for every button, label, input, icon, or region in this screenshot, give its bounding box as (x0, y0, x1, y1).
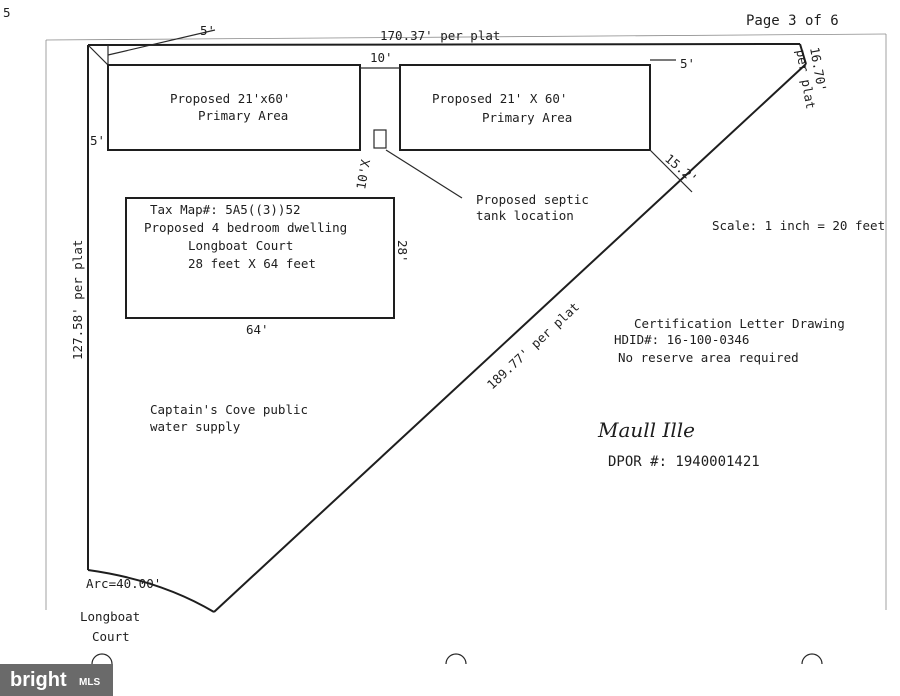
top-left-setback-label: 5' (200, 23, 215, 38)
dwelling-rect (125, 197, 395, 319)
dwelling-width-label: 64' (246, 322, 269, 337)
septic-offset-label: 10'X (353, 158, 373, 191)
page-label: Page 3 of 6 (746, 13, 839, 29)
corner-offset-line (649, 149, 693, 193)
watermark-suffix: MLS (79, 677, 101, 688)
binder-hole-mark-right (801, 653, 823, 665)
septic-label-line2: tank location (476, 208, 574, 223)
top-boundary-label: 170.37' per plat (380, 28, 500, 43)
watermark-brand: bright (10, 669, 67, 691)
primary-area-left-line2: Primary Area (198, 108, 288, 123)
dwelling-size: 28 feet X 64 feet (188, 256, 316, 271)
septic-label-line1: Proposed septic (476, 192, 589, 207)
certification-reserve: No reserve area required (618, 350, 799, 365)
primary-area-right-line2: Primary Area (482, 110, 572, 125)
primary-area-right-rect (399, 64, 651, 151)
dwelling-depth-label: 28' (395, 240, 410, 263)
dwelling-description: Proposed 4 bedroom dwelling (144, 220, 347, 235)
primary-area-left-rect (107, 64, 361, 151)
corner-mark-label: 5 (3, 5, 11, 20)
setback-leader (107, 29, 216, 56)
dwelling-street: Longboat Court (188, 238, 293, 253)
primary-area-left-line1: Proposed 21'x60' (170, 91, 290, 106)
septic-leader-line (385, 149, 463, 199)
certification-hdid: HDID#: 16-100-0346 (614, 332, 749, 347)
left-boundary-label: 127.58' per plat (70, 240, 85, 360)
top-boundary-line (87, 43, 801, 46)
gap-label: 10' (370, 50, 393, 65)
right-short-boundary-line (799, 43, 807, 65)
right-setback-label: 5' (680, 56, 695, 71)
scale-label: Scale: 1 inch = 20 feet (712, 218, 885, 233)
primary-area-right-line1: Proposed 21' X 60' (432, 91, 567, 106)
water-line1: Captain's Cove public (150, 402, 308, 417)
street-label-line1: Longboat (80, 609, 140, 624)
water-line2: water supply (150, 419, 241, 434)
arc-boundary-line (87, 569, 215, 613)
certification-title: Certification Letter Drawing (634, 316, 845, 331)
paper-edge-top (45, 33, 887, 41)
binder-hole-mark-left (91, 653, 113, 665)
left-setback-label: 5' (90, 133, 105, 148)
arc-label: Arc=40.00' (86, 576, 161, 591)
signature: Maull Ille (597, 418, 695, 442)
binder-hole-mark-center (445, 653, 467, 665)
dwelling-tax-map: Tax Map#: 5A5((3))52 (150, 202, 301, 217)
septic-tank-marker (373, 129, 387, 149)
street-label-line2: Court (92, 629, 130, 644)
corner-setback-diagonal (87, 44, 109, 66)
watermark-badge: bright MLS (0, 664, 113, 696)
dpor-number: DPOR #: 1940001421 (608, 454, 760, 470)
diagonal-boundary-label: 189.77' per plat (484, 299, 582, 392)
diagonal-boundary-line (213, 63, 807, 613)
